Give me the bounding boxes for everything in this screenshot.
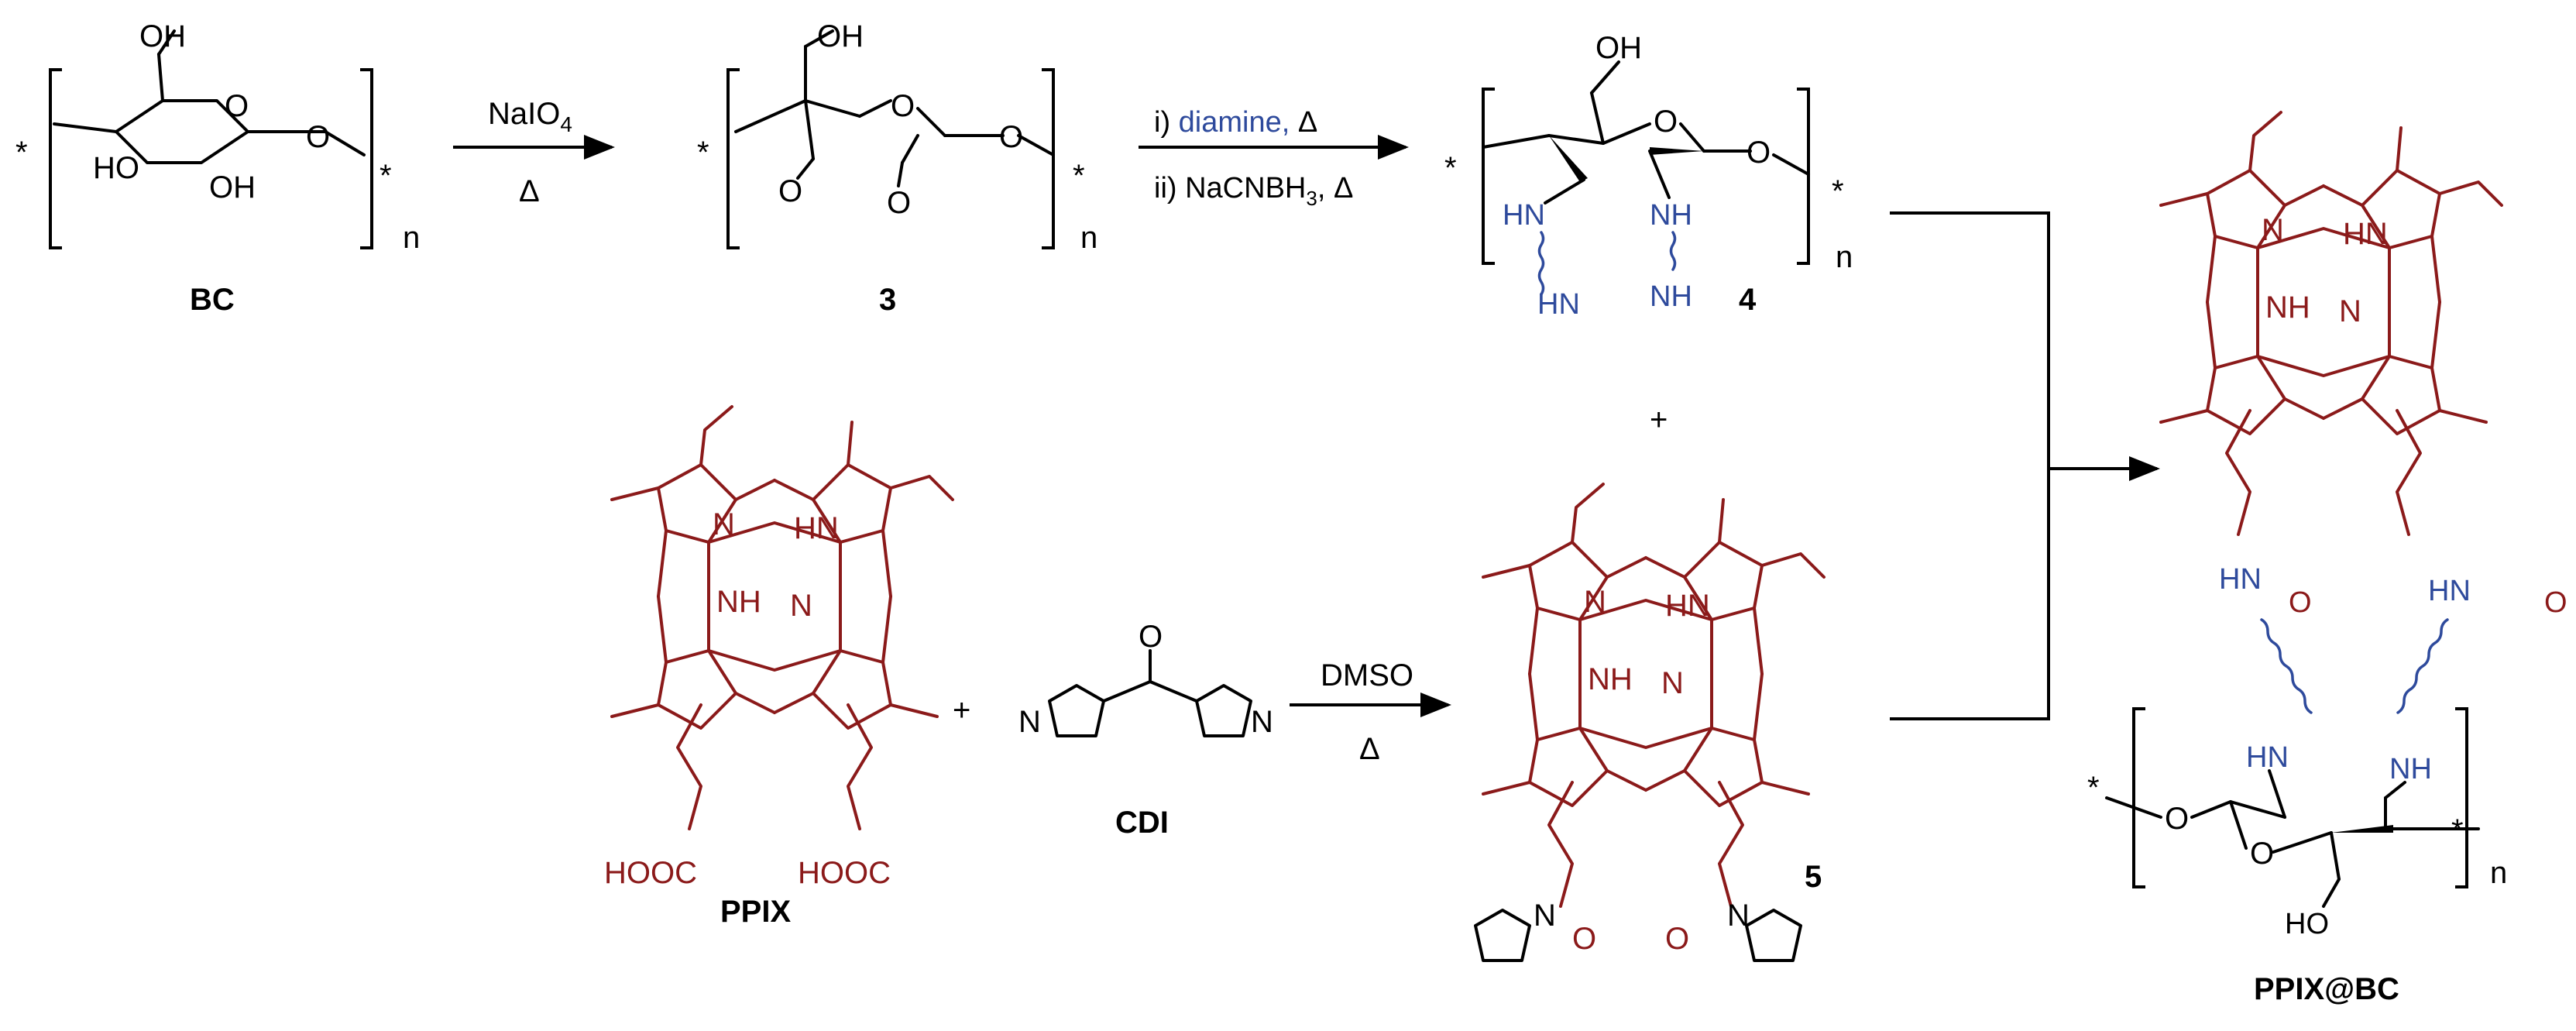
oh-label: OH: [1595, 31, 1642, 65]
n-label: N: [2262, 213, 2284, 247]
repeat-n: n: [1080, 221, 1097, 255]
hn-label: HN: [1665, 589, 1710, 623]
amide-hn-left: HN: [2219, 563, 2262, 596]
cdi-n2: N: [1251, 705, 1273, 739]
star-left: *: [15, 136, 28, 170]
label-ppix: PPIX: [720, 895, 791, 929]
amide-hn-right: HN: [2428, 575, 2471, 607]
label-cdi: CDI: [1115, 806, 1169, 840]
plus-sign-right: +: [1650, 403, 1668, 437]
glyco-o-label: O: [2165, 802, 2189, 836]
compound-5: NH N N HN O O N N 5: [1474, 483, 1826, 962]
compound-ppix: NH N N HN HOOC HOOC PPIX: [604, 405, 954, 929]
aldehyde-o-label: O: [778, 174, 802, 208]
hooc-right: HOOC: [798, 856, 891, 890]
label-bc: BC: [190, 283, 235, 317]
star-right: *: [380, 159, 392, 193]
carbonyl-o-left: O: [1572, 922, 1596, 956]
hooc-left: HOOC: [604, 856, 697, 890]
nh-label: NH: [1650, 199, 1692, 232]
star-left: *: [1444, 151, 1457, 185]
repeat-n: n: [403, 221, 420, 255]
glyco-o-label: O: [999, 120, 1023, 154]
im-n-left: N: [1534, 899, 1556, 933]
star-left: *: [697, 136, 709, 170]
compound-ppix-bc: NH N N HN O O HN HN HN NH * * O O HO n P…: [2087, 111, 2567, 1006]
label-5: 5: [1805, 860, 1822, 894]
star-right: *: [1832, 174, 1844, 208]
oh-label: OH: [817, 19, 864, 53]
hn2-label: HN: [1537, 288, 1580, 321]
label-3: 3: [879, 283, 896, 317]
step2-i: i) diamine, Δ: [1154, 106, 1317, 139]
compound-bc: * * OH O O HO OH n BC: [15, 19, 420, 317]
arrow-step3: DMSO Δ: [1290, 658, 1451, 766]
bc-nh-label: NH: [2389, 753, 2432, 785]
n2-label: N: [1661, 666, 1684, 700]
star-right: *: [2451, 813, 2464, 847]
im-n-right: N: [1727, 899, 1750, 933]
cdi-n1: N: [1018, 705, 1041, 739]
nh-label: NH: [716, 585, 761, 619]
ho-label: HO: [93, 151, 139, 185]
hn-label: HN: [1503, 199, 1545, 232]
amide-o-right: O: [2544, 586, 2567, 619]
step1-heat: Δ: [519, 174, 540, 208]
aldehyde2-o-label: O: [887, 186, 911, 220]
n2-label: N: [2339, 294, 2361, 328]
ring-o-label: O: [1654, 105, 1678, 139]
step1-reagent: NaIO4: [488, 97, 572, 136]
bc-hn-label: HN: [2246, 741, 2289, 774]
hn-label: HN: [2343, 217, 2388, 251]
label-4: 4: [1739, 283, 1757, 317]
ring-o-label: O: [891, 89, 915, 123]
plus-sign-left: +: [953, 693, 970, 727]
repeat-n: n: [2490, 856, 2507, 890]
nh-label: NH: [2265, 290, 2310, 325]
label-ppix-bc: PPIX@BC: [2254, 972, 2399, 1006]
step3-heat: Δ: [1359, 732, 1380, 766]
step3-solvent: DMSO: [1321, 658, 1413, 692]
nh-label: NH: [1588, 662, 1633, 696]
oh-label: OH: [139, 19, 186, 53]
star-right: *: [1073, 159, 1085, 193]
ho-label: HO: [2285, 908, 2329, 940]
step2-ii: ii) NaCNBH3, Δ: [1154, 172, 1353, 210]
glyco-o-label: O: [306, 120, 330, 154]
compound-cdi: O N N CDI: [1018, 620, 1273, 840]
nh2-label: NH: [1650, 280, 1692, 313]
oh2-label: OH: [209, 170, 256, 204]
carbonyl-o-right: O: [1665, 922, 1689, 956]
cdi-o: O: [1139, 620, 1163, 654]
amide-o-left: O: [2289, 586, 2312, 619]
convergent-connector: [1890, 211, 2160, 720]
ring-o-label: O: [225, 89, 249, 123]
glyco-o-label: O: [1747, 136, 1771, 170]
n2-label: N: [790, 589, 812, 623]
star-left: *: [2087, 771, 2100, 805]
compound-3: * * OH O O O O n 3: [697, 19, 1097, 317]
arrow-step1: NaIO4 Δ: [453, 97, 615, 208]
ring-o-label: O: [2250, 837, 2274, 871]
repeat-n: n: [1836, 240, 1853, 274]
n-label: N: [713, 507, 735, 541]
hn-label: HN: [794, 511, 839, 545]
n-label: N: [1584, 585, 1606, 619]
arrow-step2: i) diamine, Δ ii) NaCNBH3, Δ: [1139, 106, 1409, 210]
compound-4: * * OH O O HN NH HN NH n 4: [1444, 31, 1853, 321]
